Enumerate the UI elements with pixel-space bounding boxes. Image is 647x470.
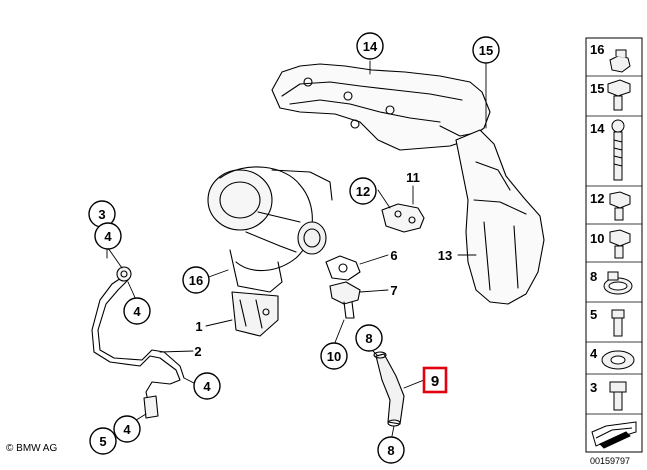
callout-16: 16: [189, 273, 203, 288]
callout-15: 15: [479, 43, 493, 58]
plain-labels: 11 6 13 7 1 2: [194, 170, 452, 359]
screw-icon: [609, 191, 631, 209]
gasket: [325, 255, 361, 281]
callout-labels: 14 15 3 4 4 16 12 10 8 4 5 4 8: [98, 39, 493, 458]
banjo-bolt-icon: [609, 381, 627, 393]
bolt-icon: [607, 79, 631, 97]
oil-feed-pipe: [91, 266, 185, 419]
label-2: 2: [194, 344, 201, 359]
drawing-artwork: [91, 60, 545, 437]
heat-shield-upper: [271, 63, 491, 151]
highlight-label-9: 9: [431, 373, 439, 390]
hose: [373, 351, 405, 427]
label-7: 7: [390, 283, 397, 298]
highlight-part-9[interactable]: 9: [422, 366, 448, 394]
sidebar-label-8: 8: [590, 269, 597, 284]
document-number: 00159797: [590, 456, 631, 466]
turbocharger: [207, 166, 333, 337]
label-1: 1: [195, 319, 202, 334]
label-13: 13: [438, 248, 452, 263]
callout-4: 4: [104, 229, 112, 244]
callout-5: 5: [99, 434, 106, 449]
copyright-label: © BMW AG: [6, 443, 58, 454]
callout-4: 4: [133, 304, 141, 319]
label-6: 6: [390, 248, 397, 263]
sidebar-thumbnails: [591, 49, 637, 449]
callout-14: 14: [363, 39, 378, 54]
callout-10: 10: [327, 349, 341, 364]
callout-8: 8: [365, 331, 372, 346]
heat-shield-lower: [455, 129, 545, 305]
arrow-sheet-icon: [591, 421, 637, 447]
sidebar-label-15: 15: [590, 81, 604, 96]
callout-4: 4: [203, 379, 211, 394]
sidebar-label-10: 10: [590, 231, 604, 246]
parts-index-sidebar: 16 15 14 12 10 8 5 4 3: [585, 37, 643, 453]
hex-bolt-icon: [609, 229, 631, 247]
sidebar-label-16: 16: [590, 42, 604, 57]
callout-4: 4: [123, 422, 131, 437]
callout-3: 3: [98, 207, 105, 222]
callout-circles: [88, 32, 500, 464]
label-11: 11: [406, 170, 420, 185]
callout-8: 8: [387, 443, 394, 458]
sidebar-label-12: 12: [590, 191, 604, 206]
bracket: [381, 203, 425, 233]
oil-return-flange: [329, 281, 361, 319]
callout-12: 12: [356, 184, 370, 199]
sidebar-label-5: 5: [590, 307, 597, 322]
stud-icon: [611, 119, 625, 133]
sidebar-label-3: 3: [590, 380, 597, 395]
hollow-bolt-icon: [611, 309, 625, 319]
sidebar-label-4: 4: [590, 346, 598, 361]
sidebar-label-14: 14: [590, 121, 605, 136]
